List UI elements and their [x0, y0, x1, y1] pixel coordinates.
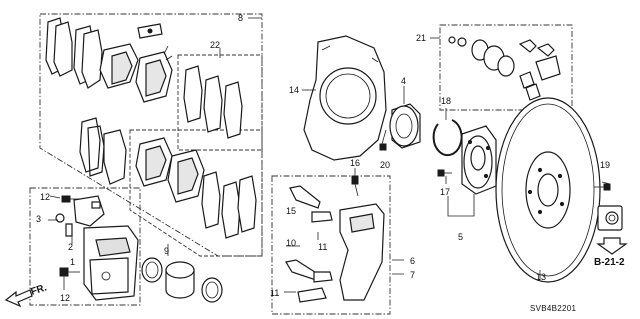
snap-ring-18: [432, 119, 463, 157]
front-label: FR.: [30, 282, 49, 298]
pad-shim-box-22: [177, 54, 263, 151]
callout-8: 8: [238, 13, 243, 23]
brake-pad-set-lower-left: [79, 117, 127, 185]
brake-pad-set-lower-middle: [135, 137, 205, 203]
callout-4: 4: [401, 76, 406, 86]
leader-lines: [48, 17, 611, 293]
bolt-16: [351, 175, 359, 197]
caliper-box-1: [29, 187, 141, 306]
front-arrow: [4, 289, 33, 308]
hub-bolt-17: [437, 169, 452, 177]
callout-18: 18: [441, 96, 451, 106]
wheel-bearing-4: [389, 103, 421, 149]
callout-6: 6: [410, 256, 415, 266]
caliper-body: [73, 195, 139, 301]
callout-16: 16: [350, 158, 360, 168]
seal-kit-box-21: [439, 24, 573, 111]
bolt-20: [379, 143, 387, 151]
callout-17: 17: [440, 187, 450, 197]
boots-11: [297, 211, 333, 303]
callout-12-upper: 12: [40, 192, 50, 202]
callout-5: 5: [458, 232, 463, 242]
brake-disc-13: [495, 97, 601, 283]
splash-shield-14: [303, 35, 387, 161]
pad-clip-top: [137, 23, 173, 61]
callout-19: 19: [600, 160, 610, 170]
callout-15: 15: [286, 206, 296, 216]
callout-21: 21: [416, 33, 426, 43]
nut-detail: [597, 205, 623, 231]
callout-7: 7: [410, 270, 415, 280]
callout-2: 2: [68, 242, 73, 252]
callout-9: 9: [164, 246, 169, 256]
callout-3: 3: [36, 214, 41, 224]
caliper-bracket-6-7: [339, 203, 385, 301]
guide-pins-15-10: [285, 185, 321, 281]
callout-12-lower: 12: [60, 293, 70, 303]
callout-11-upper: 11: [318, 242, 327, 252]
callout-22: 22: [210, 40, 220, 50]
pad-shims-22: [183, 65, 257, 239]
callout-13: 13: [536, 272, 546, 282]
callout-10: 10: [286, 238, 296, 248]
wheel-hub-5: [461, 125, 497, 195]
callout-14: 14: [289, 85, 299, 95]
diagram-code: SVB4B2201: [530, 304, 577, 313]
caliper-bolts-12: [59, 195, 80, 277]
bleeder-and-cap: [55, 213, 73, 237]
callout-1: 1: [70, 257, 75, 267]
callout-20: 20: [380, 160, 390, 170]
reference-label: B-21-2: [594, 257, 625, 268]
disc-screw-19: [594, 183, 611, 191]
caliper-piston-9: [141, 257, 223, 303]
seal-kit-21: [448, 36, 561, 101]
brake-pad-set-upper: [45, 17, 103, 89]
brake-pad-set-middle: [99, 43, 173, 103]
callout-11-lower: 11: [270, 288, 279, 298]
bracket-box-6-7: [271, 175, 391, 315]
reference-arrow: [596, 237, 628, 255]
